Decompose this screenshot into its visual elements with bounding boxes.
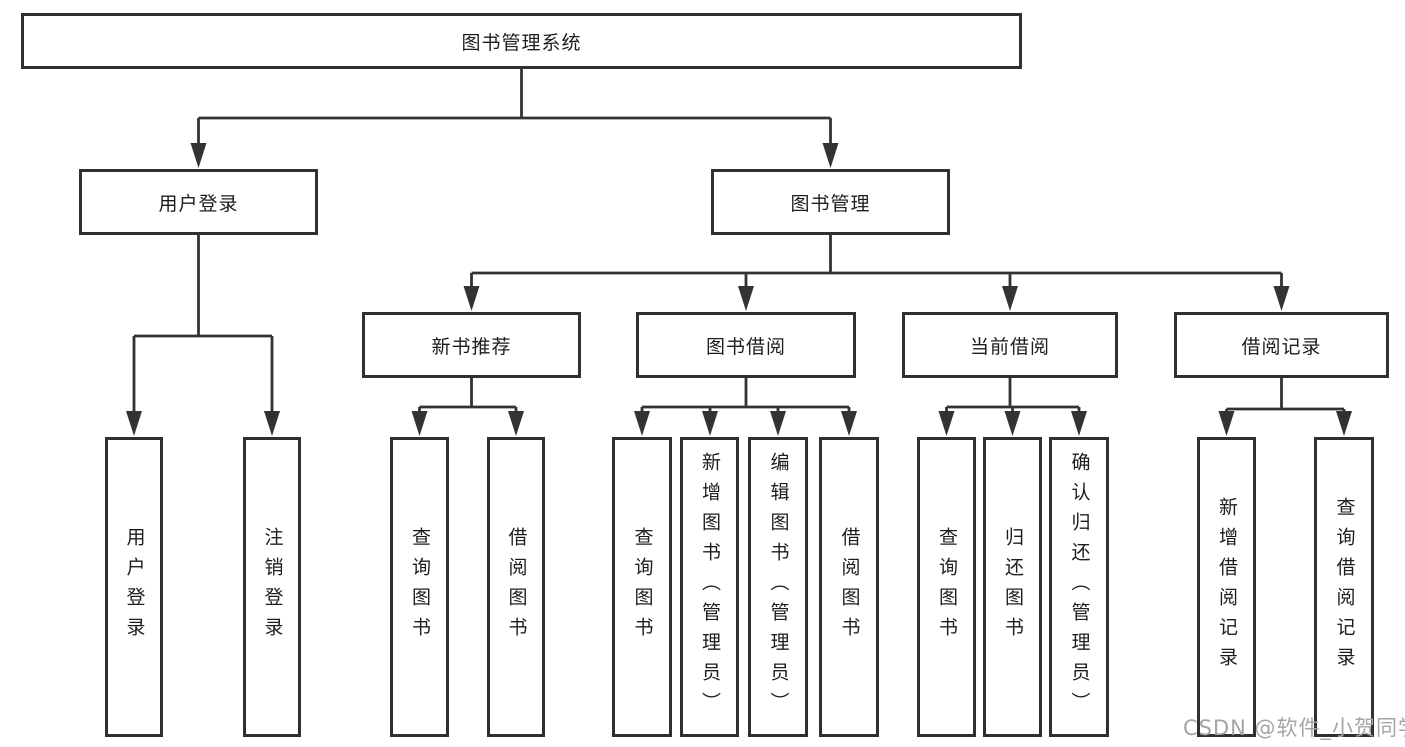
node-current-confirm-return-admin: 确认归还（管理员） [1049,437,1109,737]
node-borrow-add-books-admin: 新增图书（管理员） [680,437,739,737]
node-label: 当前借阅 [969,335,1050,358]
connector-new-book-children [411,378,524,436]
node-label: 查询图书 [631,527,654,647]
arrowhead-icon [938,411,955,436]
arrowhead-icon [841,411,857,436]
node-logout: 注销登录 [243,437,301,737]
node-records-add-record: 新增借阅记录 [1197,437,1256,737]
node-current-return-books: 归还图书 [983,437,1042,737]
node-label: 查询图书 [409,527,431,647]
arrowhead-icon [508,411,524,436]
node-label: 确认归还（管理员） [1068,452,1091,722]
connector-line [132,235,274,428]
arrowhead-icon [1218,411,1235,436]
connector-current-borrow-children [938,378,1087,436]
node-label: 图书借阅 [705,335,786,358]
node-recommend-borrow-books: 借阅图书 [487,437,545,737]
node-login: 用户登录 [105,437,163,737]
node-label: 归还图书 [1002,527,1024,647]
connector-user-login-children [126,235,280,436]
node-borrow-borrow-books: 借阅图书 [819,437,879,737]
connector-line [197,69,832,160]
arrowhead-icon [463,286,480,311]
connector-borrow-records-children [1218,378,1352,436]
node-label: 新增借阅记录 [1216,497,1238,677]
connector-root-to-level2 [190,69,839,168]
node-label: 编辑图书（管理员） [767,452,790,722]
arrowhead-icon [738,286,754,311]
node-recommend-query-books: 查询图书 [390,437,449,737]
arrowhead-icon [1004,411,1021,436]
arrowhead-icon [702,411,718,436]
node-label: 查询图书 [936,527,958,647]
connector-book-management-children [463,235,1290,311]
node-label: 借阅图书 [838,527,861,647]
arrowhead-icon [1071,411,1087,436]
node-root: 图书管理系统 [21,13,1022,69]
connector-line [640,378,851,428]
arrowhead-icon [126,411,142,436]
node-label: 查询借阅记录 [1333,497,1356,677]
arrowhead-icon [190,143,207,168]
node-new-book-recommend: 新书推荐 [362,312,581,378]
arrowhead-icon [264,411,280,436]
node-label: 借阅记录 [1241,335,1322,358]
node-borrow-edit-books-admin: 编辑图书（管理员） [748,437,808,737]
connector-line [1225,378,1346,428]
node-label: 借阅图书 [505,527,528,647]
node-label: 新增图书（管理员） [699,452,721,722]
arrowhead-icon [770,411,786,436]
connector-book-borrow-children [634,378,857,436]
arrowhead-icon [634,411,650,436]
arrowhead-icon [1273,286,1290,311]
node-label: 图书管理系统 [461,31,582,54]
node-user-login: 用户登录 [79,169,318,235]
node-label: 用户登录 [123,527,146,647]
arrowhead-icon [822,143,839,168]
node-label: 注销登录 [261,527,284,647]
csdn-watermark: CSDN @软件_小贺同学 [1183,716,1405,740]
node-book-borrow: 图书借阅 [636,312,856,378]
node-current-query-books: 查询图书 [917,437,976,737]
node-records-query-record: 查询借阅记录 [1314,437,1374,737]
arrowhead-icon [1336,411,1352,436]
connector-line [470,235,1283,304]
node-book-management: 图书管理 [711,169,950,235]
connector-line [418,378,518,428]
node-label: 用户登录 [158,192,239,215]
node-borrow-query-books: 查询图书 [612,437,672,737]
arrowhead-icon [411,411,428,436]
node-label: 新书推荐 [431,335,512,358]
node-label: 图书管理 [790,192,871,215]
node-borrow-records: 借阅记录 [1174,312,1389,378]
arrowhead-icon [1002,286,1018,311]
node-current-borrow: 当前借阅 [902,312,1118,378]
